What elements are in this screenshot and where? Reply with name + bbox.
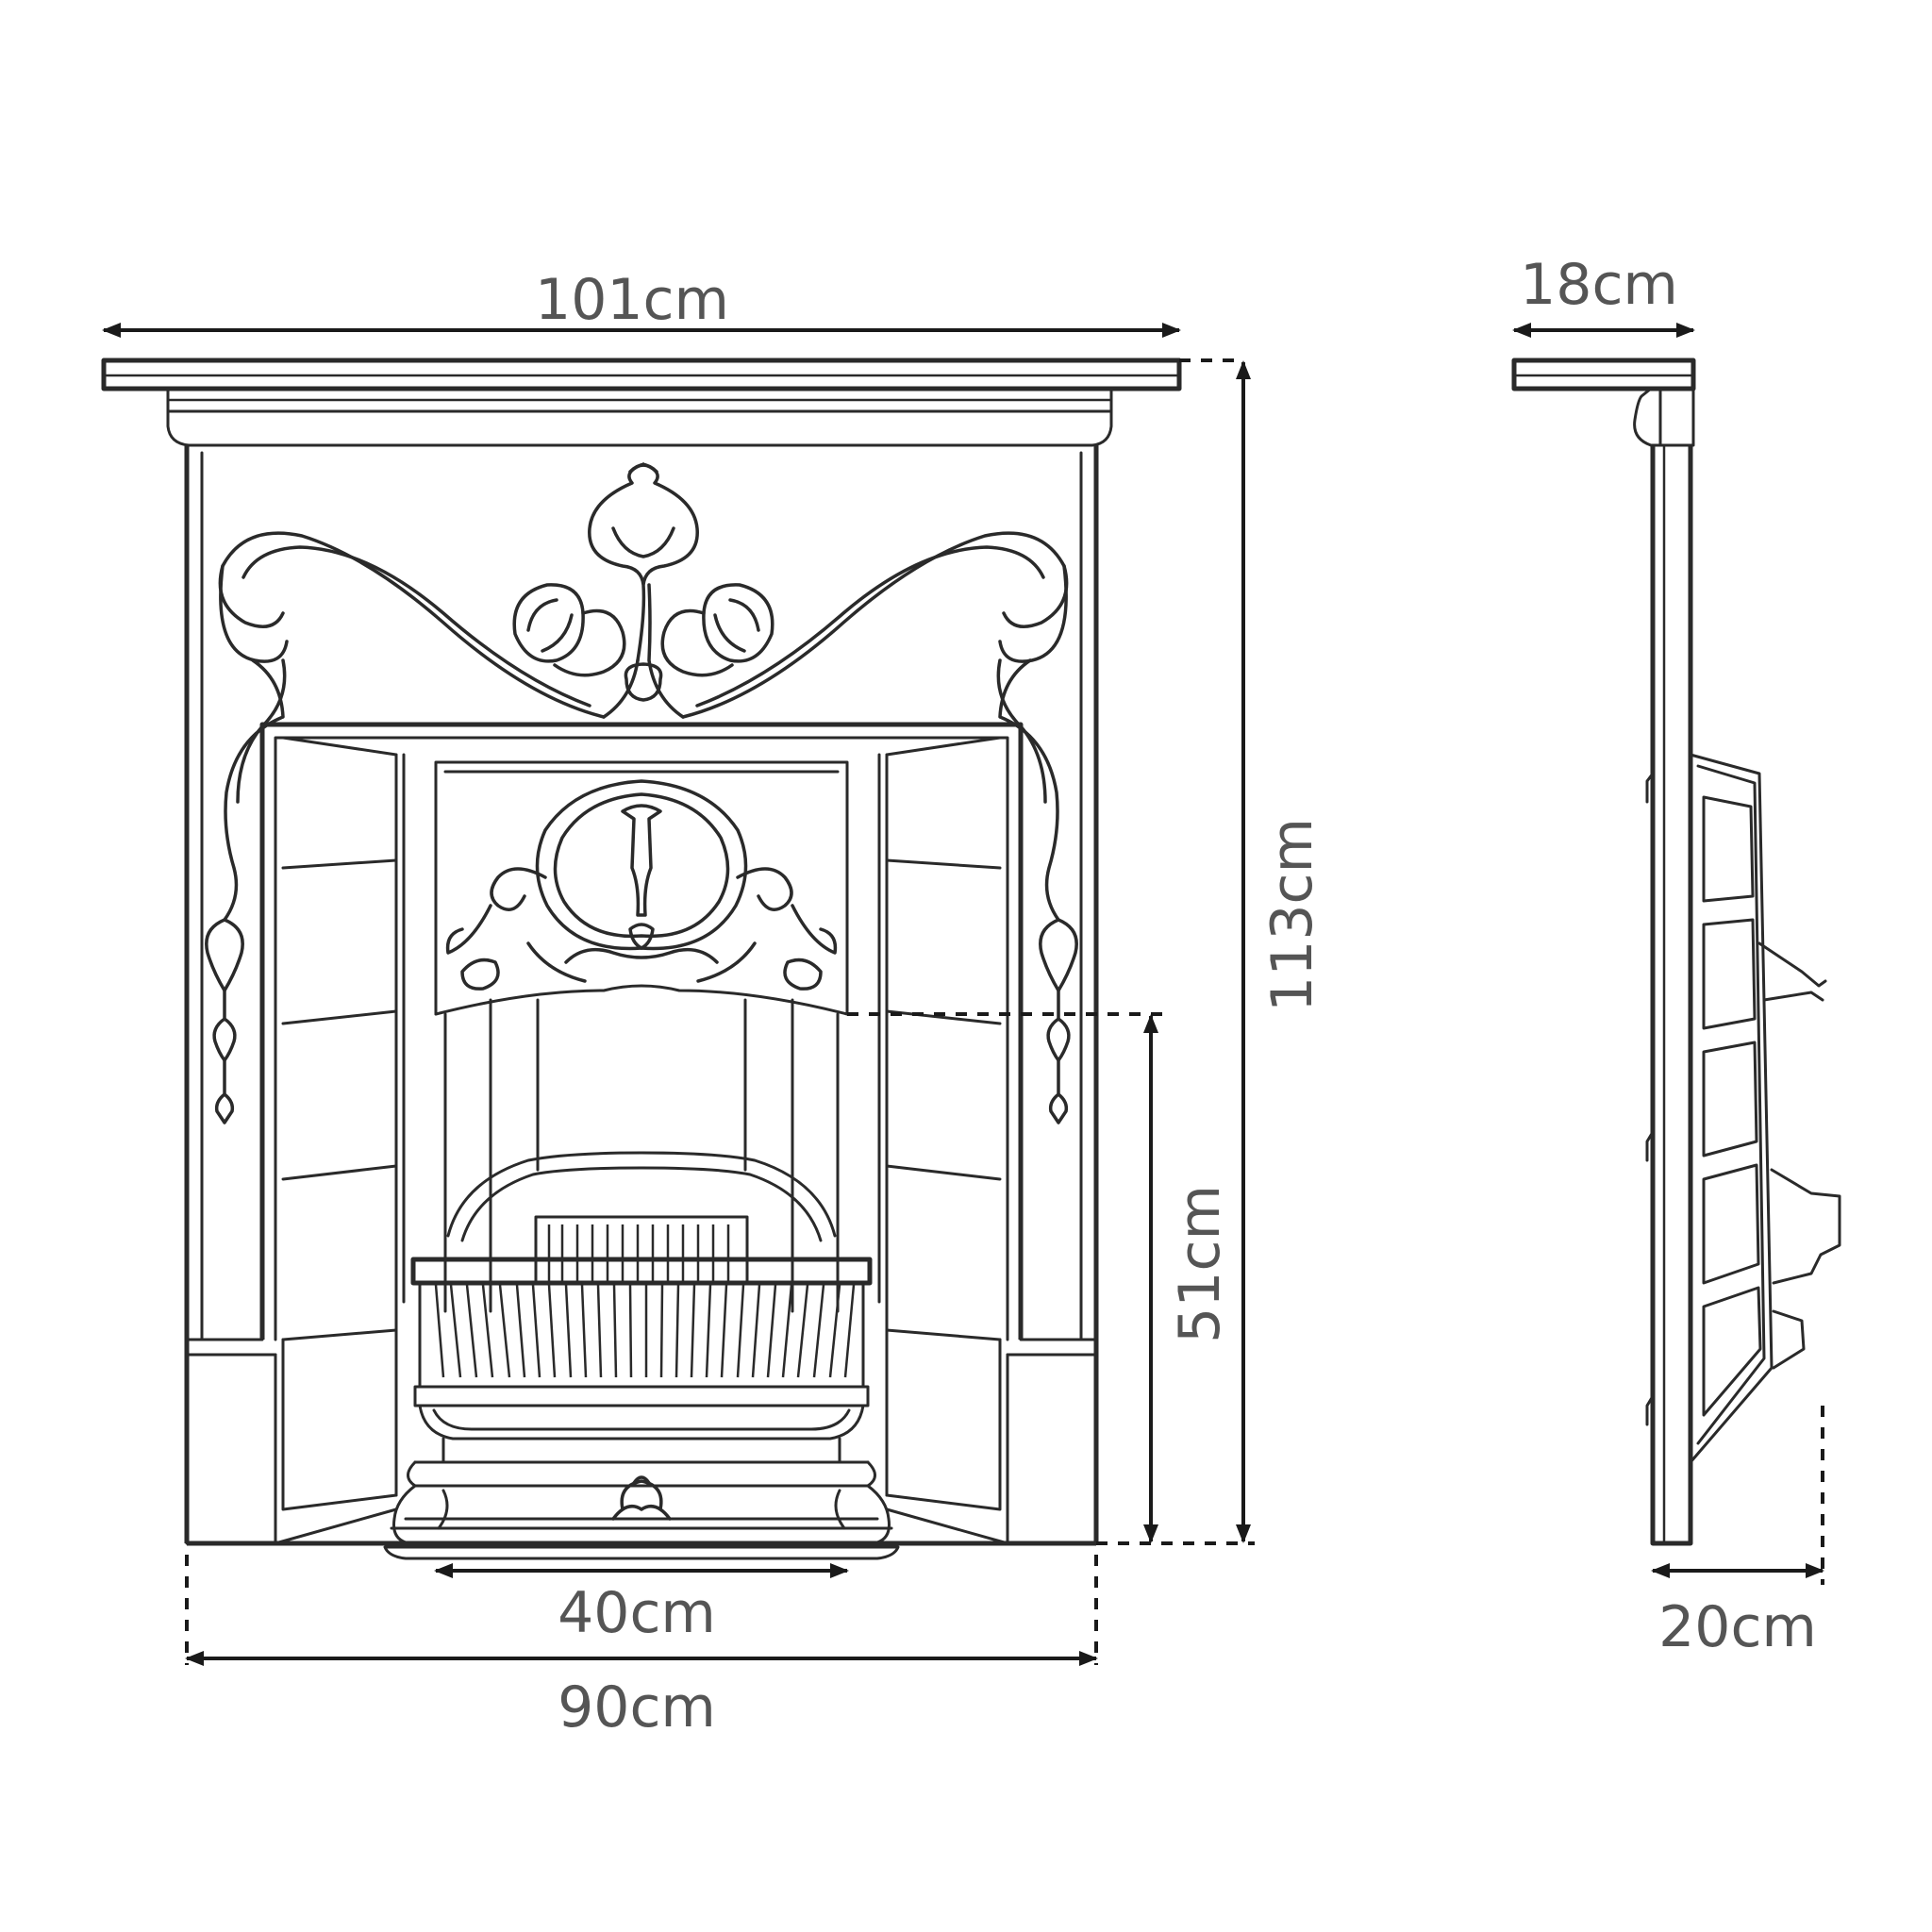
- outer-frame: [184, 445, 1099, 1546]
- ashpan: [383, 1475, 900, 1560]
- base-width-label: 90cm: [558, 1674, 716, 1740]
- frieze-ornament: [205, 462, 1078, 1124]
- fire-back: [443, 998, 840, 1313]
- overall-depth-label: 20cm: [1658, 1594, 1817, 1660]
- canopy-ornament: [434, 760, 849, 1016]
- mantel-shelf: [101, 358, 1182, 447]
- mantel-width-label: 101cm: [535, 267, 729, 333]
- grate: [407, 1151, 876, 1488]
- overall-height-label: 113cm: [1259, 818, 1325, 1012]
- mantel-depth-label: 18cm: [1520, 252, 1678, 318]
- dimension-labels: 101cm 18cm 113cm 51cm 40cm 90cm 20cm: [535, 252, 1817, 1740]
- side-view: [1511, 358, 1841, 1546]
- grate-back-bars: [547, 1224, 730, 1283]
- side-tiles-right: [877, 736, 1002, 1511]
- grate-width-label: 40cm: [558, 1580, 716, 1646]
- side-tiles-left: [281, 736, 406, 1511]
- opening-height-label: 51cm: [1167, 1185, 1233, 1343]
- fire-opening: [185, 722, 1098, 1545]
- dimension-lines: [102, 323, 1824, 1666]
- grate-front-bars: [434, 1284, 856, 1378]
- front-view: [101, 358, 1182, 1560]
